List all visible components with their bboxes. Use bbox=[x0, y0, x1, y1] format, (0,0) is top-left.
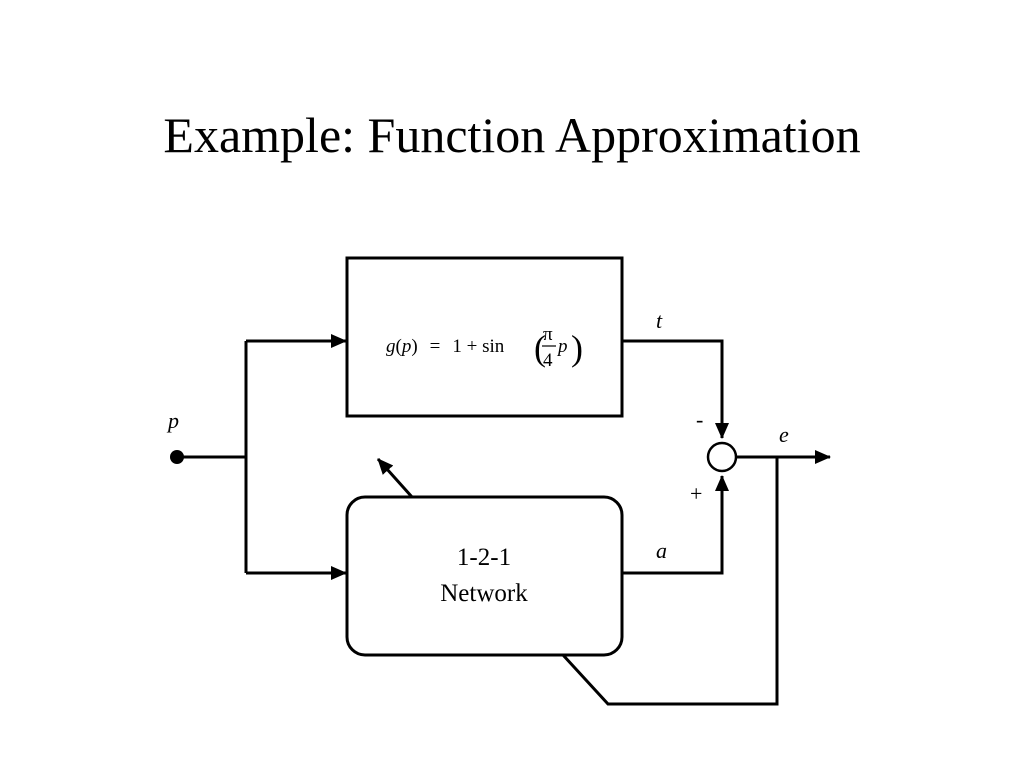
eq-rhs-prefix: 1 + sin bbox=[452, 336, 504, 357]
network-output-line bbox=[622, 475, 729, 575]
target-line bbox=[622, 339, 729, 439]
output-label: a bbox=[656, 538, 667, 563]
eq-close-paren: ) bbox=[411, 336, 417, 357]
network-box bbox=[345, 495, 624, 657]
eq-var: p bbox=[400, 336, 412, 357]
network-label-line1: 1-2-1 bbox=[457, 544, 511, 571]
eq-frac-num: π bbox=[543, 324, 553, 345]
eq-big-close-paren: ) bbox=[571, 328, 583, 368]
summing-junction bbox=[706, 441, 738, 473]
target-label: t bbox=[656, 308, 663, 333]
network-label-line2: Network bbox=[440, 580, 528, 607]
input-label: p bbox=[166, 408, 179, 433]
eq-frac-den: 4 bbox=[543, 350, 553, 371]
slide-title: Example: Function Approximation bbox=[163, 107, 861, 163]
function-equation: g(p) = 1 + sin bbox=[386, 336, 505, 357]
eq-open-paren: ( bbox=[396, 336, 402, 357]
function-box bbox=[345, 256, 624, 418]
plus-sign: + bbox=[690, 481, 702, 506]
eq-g: g bbox=[386, 336, 396, 357]
eq-equals: = bbox=[430, 336, 441, 357]
eq-big-open-paren: ( bbox=[534, 328, 546, 368]
eq-frac-var: p bbox=[556, 336, 568, 357]
adjustment-arrow bbox=[376, 457, 414, 499]
minus-sign: - bbox=[696, 407, 703, 432]
feedback-line bbox=[561, 457, 779, 706]
error-label: e bbox=[779, 422, 789, 447]
